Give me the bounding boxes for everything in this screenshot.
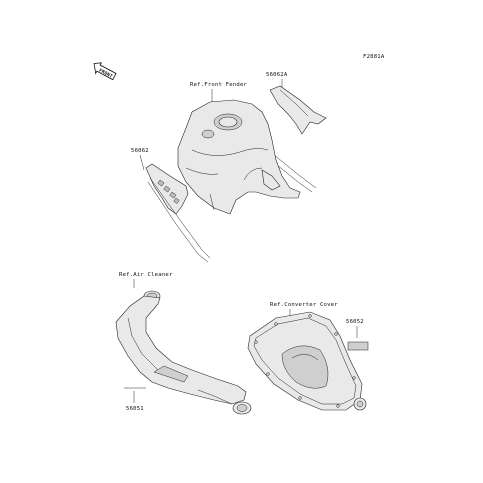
decal-56052 xyxy=(347,341,369,351)
front-arrow-icon: FRONT xyxy=(93,62,117,81)
converter-cover xyxy=(247,311,367,411)
diagram-code: F2881A xyxy=(363,54,385,60)
callout-converter-cover: Ref.Converter Cover xyxy=(270,302,338,308)
callout-front-fender: Ref.Front Fender xyxy=(190,82,248,88)
callout-56062: 56062 xyxy=(131,148,149,154)
air-cleaner-duct xyxy=(115,290,252,415)
front-fender xyxy=(177,99,301,215)
callout-56062A: 56062A xyxy=(266,72,288,78)
leader-56062 xyxy=(139,154,145,171)
callout-air-cleaner: Ref.Air Cleaner xyxy=(119,272,173,278)
decal-56062 xyxy=(145,163,211,263)
decal-tail-56062A xyxy=(267,149,317,189)
callout-56051: 56051 xyxy=(126,406,144,412)
callout-56052: 56052 xyxy=(346,319,364,325)
decal-56062A xyxy=(269,85,327,135)
